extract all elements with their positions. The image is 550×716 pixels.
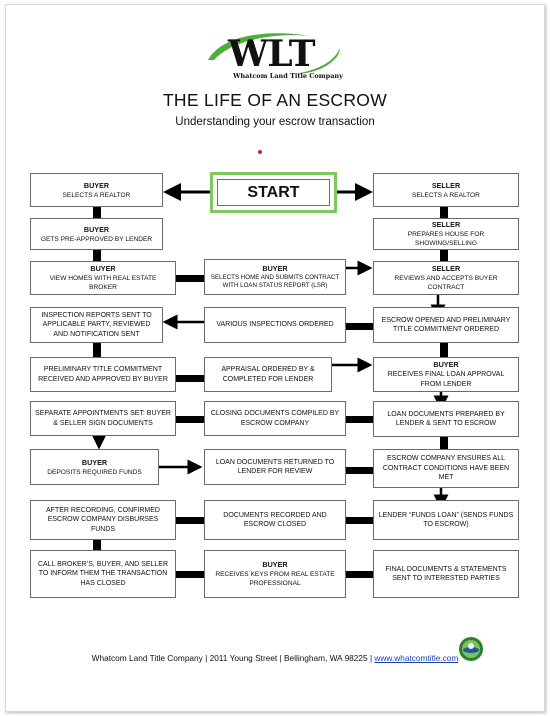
box-text: ESCROW COMPANY ENSURES ALL CONTRACT COND…	[382, 455, 510, 482]
box-appraisal: APPRAISAL ORDERED BY & COMPLETED FOR LEN…	[204, 357, 332, 392]
box-text: SELECTS HOME AND SUBMITS CONTRACT WITH L…	[210, 273, 340, 290]
box-various-inspections: VARIOUS INSPECTIONS ORDERED	[204, 307, 346, 343]
box-seller-selects-realtor: SELLER SELECTS A REALTOR	[373, 173, 519, 207]
box-text: APPRAISAL ORDERED BY & COMPLETED FOR LEN…	[221, 366, 315, 383]
box-buyer-deposits: BUYER DEPOSITS REQUIRED FUNDS	[30, 449, 159, 485]
box-escrow-ensures: ESCROW COMPANY ENSURES ALL CONTRACT COND…	[373, 449, 519, 488]
box-escrow-opened: ESCROW OPENED AND PRELIMINARY TITLE COMM…	[373, 307, 519, 343]
logo-subtext: Whatcom Land Title Company	[233, 72, 343, 80]
box-text: LOAN DOCUMENTS PREPARED BY LENDER & SENT…	[387, 410, 505, 428]
box-text: INSPECTION REPORTS SENT TO APPLICABLE PA…	[41, 311, 152, 338]
box-buyer-selects-home: BUYER SELECTS HOME AND SUBMITS CONTRACT …	[204, 259, 346, 295]
box-text: FINAL DOCUMENTS & STATEMENTS SENT TO INT…	[385, 565, 507, 583]
box-seller-accepts: SELLER REVIEWS AND ACCEPTS BUYER CONTRAC…	[373, 261, 519, 295]
box-text: PRELIMINARY TITLE COMMITMENT RECEIVED AN…	[38, 366, 168, 383]
box-text: RECEIVES FINAL LOAN APPROVAL FROM LENDER	[387, 371, 505, 388]
box-text: SEPARATE APPOINTMENTS SET: BUYER & SELLE…	[35, 410, 171, 427]
logo-text: WLT	[228, 33, 316, 75]
box-inspection-reports: INSPECTION REPORTS SENT TO APPLICABLE PA…	[30, 307, 163, 343]
box-text: VARIOUS INSPECTIONS ORDERED	[216, 321, 334, 329]
box-head: SELLER	[431, 180, 461, 190]
box-text: CALL BROKER’S, BUYER, AND SELLER TO INFO…	[37, 560, 169, 587]
page-subtitle: Understanding your escrow transaction	[175, 116, 375, 128]
box-text: CLOSING DOCUMENTS COMPILED BY ESCROW COM…	[210, 410, 340, 427]
box-preliminary-title: PRELIMINARY TITLE COMMITMENT RECEIVED AN…	[30, 357, 176, 392]
box-text: DEPOSITS REQUIRED FUNDS	[47, 468, 142, 476]
box-seller-prepares: SELLER PREPARES HOUSE FOR SHOWING/SELLIN…	[373, 218, 519, 250]
box-buyer-preapproved: BUYER GETS PRE-APPROVED BY LENDER	[30, 218, 163, 250]
box-head: BUYER	[83, 224, 110, 234]
page-title: THE LIFE OF AN ESCROW	[162, 90, 388, 110]
badge-seal-icon	[459, 637, 483, 661]
box-head: BUYER	[262, 263, 288, 273]
start-label: START	[217, 179, 330, 206]
box-text: ESCROW OPENED AND PRELIMINARY TITLE COMM…	[381, 316, 511, 334]
box-text: DOCUMENTS RECORDED AND ESCROW CLOSED	[223, 511, 327, 529]
box-head: BUYER	[90, 264, 116, 273]
box-final-documents: FINAL DOCUMENTS & STATEMENTS SENT TO INT…	[373, 550, 519, 598]
company-logo: WLT Whatcom Land Title Company	[200, 30, 350, 86]
box-separate-appointments: SEPARATE APPOINTMENTS SET: BUYER & SELLE…	[30, 401, 176, 436]
box-text: AFTER RECORDING, CONFIRMED ESCROW COMPAN…	[46, 506, 160, 533]
box-text: RECEIVES KEYS FROM REAL ESTATE PROFESSIO…	[215, 571, 335, 587]
start-node: START	[210, 172, 337, 213]
box-loan-docs-returned: LOAN DOCUMENTS RETURNED TO LENDER FOR RE…	[204, 449, 346, 485]
red-dot	[258, 150, 262, 154]
box-closing-documents: CLOSING DOCUMENTS COMPILED BY ESCROW COM…	[204, 401, 346, 436]
box-text: SELECTS A REALTOR	[62, 191, 131, 199]
footer-website-link[interactable]: www.whatcomtitle.com	[374, 653, 459, 663]
box-text: REVIEWS AND ACCEPTS BUYER CONTRACT	[394, 275, 498, 291]
box-documents-recorded: DOCUMENTS RECORDED AND ESCROW CLOSED	[204, 500, 346, 540]
box-head: BUYER	[433, 360, 459, 369]
box-text: VIEW HOMES WITH REAL ESTATE BROKER	[49, 275, 157, 291]
box-text: GETS PRE-APPROVED BY LENDER	[40, 235, 153, 243]
footer: Whatcom Land Title Company | 2011 Young …	[0, 653, 550, 663]
box-buyer-receives-keys: BUYER RECEIVES KEYS FROM REAL ESTATE PRO…	[204, 550, 346, 598]
box-head: SELLER	[431, 220, 461, 229]
logo-swoosh-icon	[208, 33, 340, 74]
box-head: BUYER	[83, 180, 110, 190]
box-text: SELECTS A REALTOR	[412, 191, 480, 199]
box-lender-funds-loan: LENDER “FUNDS LOAN” (SENDS FUNDS TO ESCR…	[373, 500, 519, 540]
box-head: BUYER	[262, 560, 288, 569]
box-buyer-views-homes: BUYER VIEW HOMES WITH REAL ESTATE BROKER	[30, 261, 176, 295]
box-buyer-selects-realtor: BUYER SELECTS A REALTOR	[30, 173, 163, 207]
box-buyer-final-loan: BUYER RECEIVES FINAL LOAN APPROVAL FROM …	[373, 357, 519, 392]
box-after-recording: AFTER RECORDING, CONFIRMED ESCROW COMPAN…	[30, 500, 176, 540]
box-text: LENDER “FUNDS LOAN” (SENDS FUNDS TO ESCR…	[378, 511, 514, 529]
box-text: PREPARES HOUSE FOR SHOWING/SELLING	[407, 231, 485, 247]
box-loan-docs-prepared: LOAN DOCUMENTS PREPARED BY LENDER & SENT…	[373, 401, 519, 437]
box-head: BUYER	[81, 457, 108, 467]
footer-text: Whatcom Land Title Company | 2011 Young …	[91, 653, 375, 663]
box-text: LOAN DOCUMENTS RETURNED TO LENDER FOR RE…	[215, 458, 335, 476]
box-head: SELLER	[431, 264, 461, 273]
box-call-brokers: CALL BROKER’S, BUYER, AND SELLER TO INFO…	[30, 550, 176, 598]
